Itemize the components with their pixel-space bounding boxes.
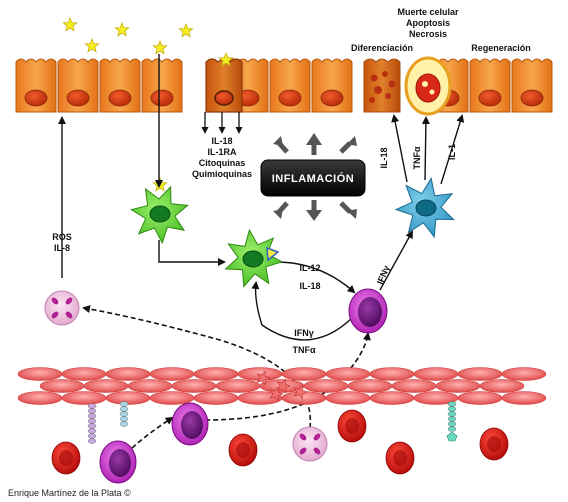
macrophage (394, 177, 455, 239)
mediators-list: IL-18 IL-1RA Citoquinas Quimioquinas (192, 136, 252, 179)
vessel-cells (99, 402, 328, 484)
dashed-arrow-vessel-lymphocyte (131, 416, 174, 449)
epithelial-cell (469, 58, 511, 113)
inflammation-arrows (273, 133, 357, 221)
arrow-macrophage-il18 (391, 114, 408, 183)
arrow-dc-to-lymphocyte (275, 261, 356, 294)
epithelial-cell (15, 58, 57, 113)
red-blood-cell (337, 409, 367, 443)
antigen-presented (266, 246, 280, 262)
arrow-lymphocyte-to-macrophage (379, 230, 413, 291)
epithelial-cell (269, 58, 311, 113)
pathogen-star-icon (114, 21, 130, 37)
epithelial-cell (311, 58, 353, 113)
label-regeneration: Regeneración (471, 43, 531, 53)
epithelial-cell (141, 58, 183, 113)
fate-label-necrosis: Necrosis (409, 29, 447, 39)
arrow-macrophage-tnfa (421, 116, 430, 181)
epithelial-cell (511, 58, 553, 113)
label-il8: IL-8 (54, 243, 70, 253)
mediator-cytokines: Citoquinas (199, 158, 246, 168)
label-ifng-loop: IFNγ (294, 328, 314, 338)
granulocyte (44, 290, 80, 326)
cytokine-labels: IL-12 IL-18 IFNγ TNFα ROS IL-8 IFNγ IL-1… (52, 144, 457, 355)
mature-dendritic-cell (224, 228, 284, 288)
pathogen-stars (62, 16, 234, 192)
damaged-epithelial-cell (205, 58, 243, 113)
vessel-endothelium (17, 367, 547, 405)
epithelial-cell (57, 58, 99, 113)
inflammation-box (260, 159, 366, 197)
label-tnfa-loop: TNFα (292, 345, 315, 355)
label-il18-dc: IL-18 (299, 281, 320, 291)
inflammation-label: INFLAMACIÓN (272, 172, 355, 185)
pathogen-star-icon (152, 39, 168, 55)
granulocyte-transmigrating (292, 426, 328, 462)
mediator-il1ra: IL-1RA (208, 147, 238, 157)
pathogen-star-icon (62, 16, 78, 32)
red-blood-cell (228, 433, 258, 467)
label-il12: IL-12 (299, 263, 320, 273)
t-lymphocyte (348, 288, 388, 334)
epithelial-cell (99, 58, 141, 113)
cell-fate-labels: Muerte celular Apoptosis Necrosis Difere… (351, 7, 531, 53)
pathogen-star-icon (152, 176, 168, 192)
label-differentiation: Diferenciación (351, 43, 413, 53)
immature-dendritic-cell (130, 185, 189, 245)
connection-arrows (58, 54, 465, 341)
adhesion-molecules (87, 401, 458, 444)
label-il18-macrophage: IL-18 (379, 147, 389, 168)
label-tnfa-macrophage: TNFα (412, 146, 422, 169)
pathogen-star-icon (178, 22, 194, 38)
author-credit: Enrique Martínez de la Plata © (8, 488, 131, 498)
pathogen-star-icon (84, 37, 100, 53)
red-blood-cell (385, 441, 415, 475)
pathogen-star-icon (218, 51, 234, 67)
arrow-immature-to-mature-dc (158, 240, 226, 266)
inflammation-hub: INFLAMACIÓN (260, 133, 366, 221)
mediator-il18: IL-18 (211, 136, 232, 146)
dying-cell (404, 56, 452, 116)
epithelium-layer (15, 58, 553, 113)
fate-label-apoptosis: Apoptosis (406, 18, 450, 28)
label-ros: ROS (52, 232, 72, 242)
mediator-arrows (201, 112, 243, 134)
label-il1-macrophage: IL-1 (447, 144, 457, 160)
arrow-macrophage-il1 (440, 114, 465, 185)
mediator-chemokines: Quimioquinas (192, 169, 252, 179)
differentiating-cell (363, 58, 401, 113)
arrow-lymphocyte-to-dc (251, 281, 353, 341)
red-blood-cells (51, 409, 509, 475)
red-blood-cell (479, 427, 509, 461)
fate-label-cell-death: Muerte celular (397, 7, 459, 17)
red-blood-cell (51, 441, 81, 475)
